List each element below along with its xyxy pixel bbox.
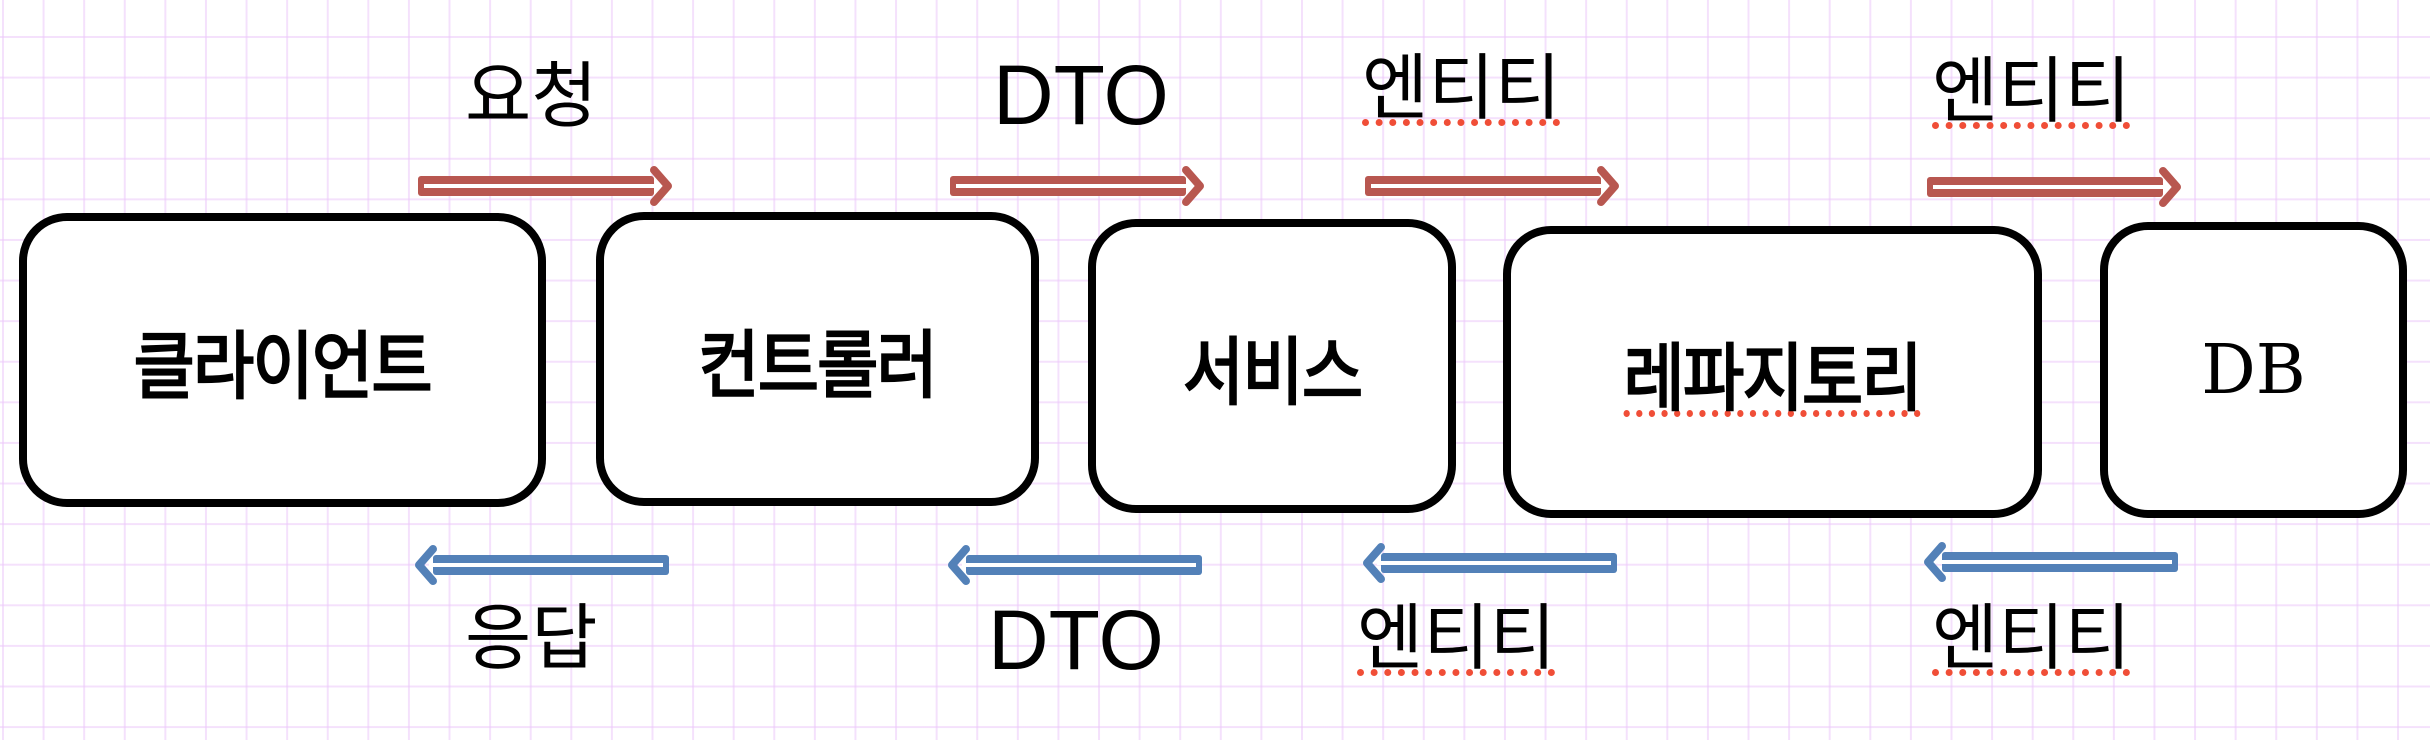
request-arrow-2	[950, 166, 1206, 206]
client-box-label: 클라이언트	[133, 323, 433, 410]
repository-box: 레파지토리	[1503, 226, 2042, 518]
left-arrow-icon	[415, 545, 669, 585]
left-arrow-icon	[948, 545, 1202, 585]
service-box: 서비스	[1088, 219, 1456, 513]
client-box: 클라이언트	[19, 213, 546, 507]
left-arrow-icon	[1924, 542, 2178, 582]
controller-box-label: 컨트롤러	[698, 322, 939, 409]
right-arrow-icon	[950, 166, 1204, 206]
left-arrow-icon	[1363, 543, 1617, 583]
controller-box: 컨트롤러	[596, 212, 1039, 506]
right-arrow-icon	[418, 166, 672, 206]
response-label-db-repository: 엔티티	[1932, 596, 2131, 680]
db-box-label: DB	[2201, 330, 2306, 410]
request-arrow-1	[418, 166, 674, 206]
right-arrow-icon	[1365, 166, 1619, 206]
response-arrow-1	[415, 545, 673, 585]
response-arrow-2	[948, 545, 1206, 585]
request-label-service-repository: 엔티티	[1362, 46, 1561, 130]
response-arrow-3	[1363, 543, 1621, 583]
request-arrow-4	[1927, 167, 2183, 207]
request-label-client-controller: 요청	[465, 54, 598, 138]
right-arrow-icon	[1927, 167, 2181, 207]
request-arrow-3	[1365, 166, 1621, 206]
request-label-controller-service: DTO	[993, 48, 1169, 142]
response-label-service-controller: DTO	[988, 593, 1164, 687]
service-box-label: 서비스	[1182, 329, 1363, 416]
response-label-repository-service: 엔티티	[1357, 596, 1556, 680]
response-arrow-4	[1924, 542, 2182, 582]
db-box: DB	[2100, 222, 2407, 518]
response-label-controller-client: 응답	[465, 596, 598, 680]
request-label-repository-db: 엔티티	[1932, 49, 2131, 133]
repository-box-label: 레파지토리	[1623, 335, 1923, 422]
